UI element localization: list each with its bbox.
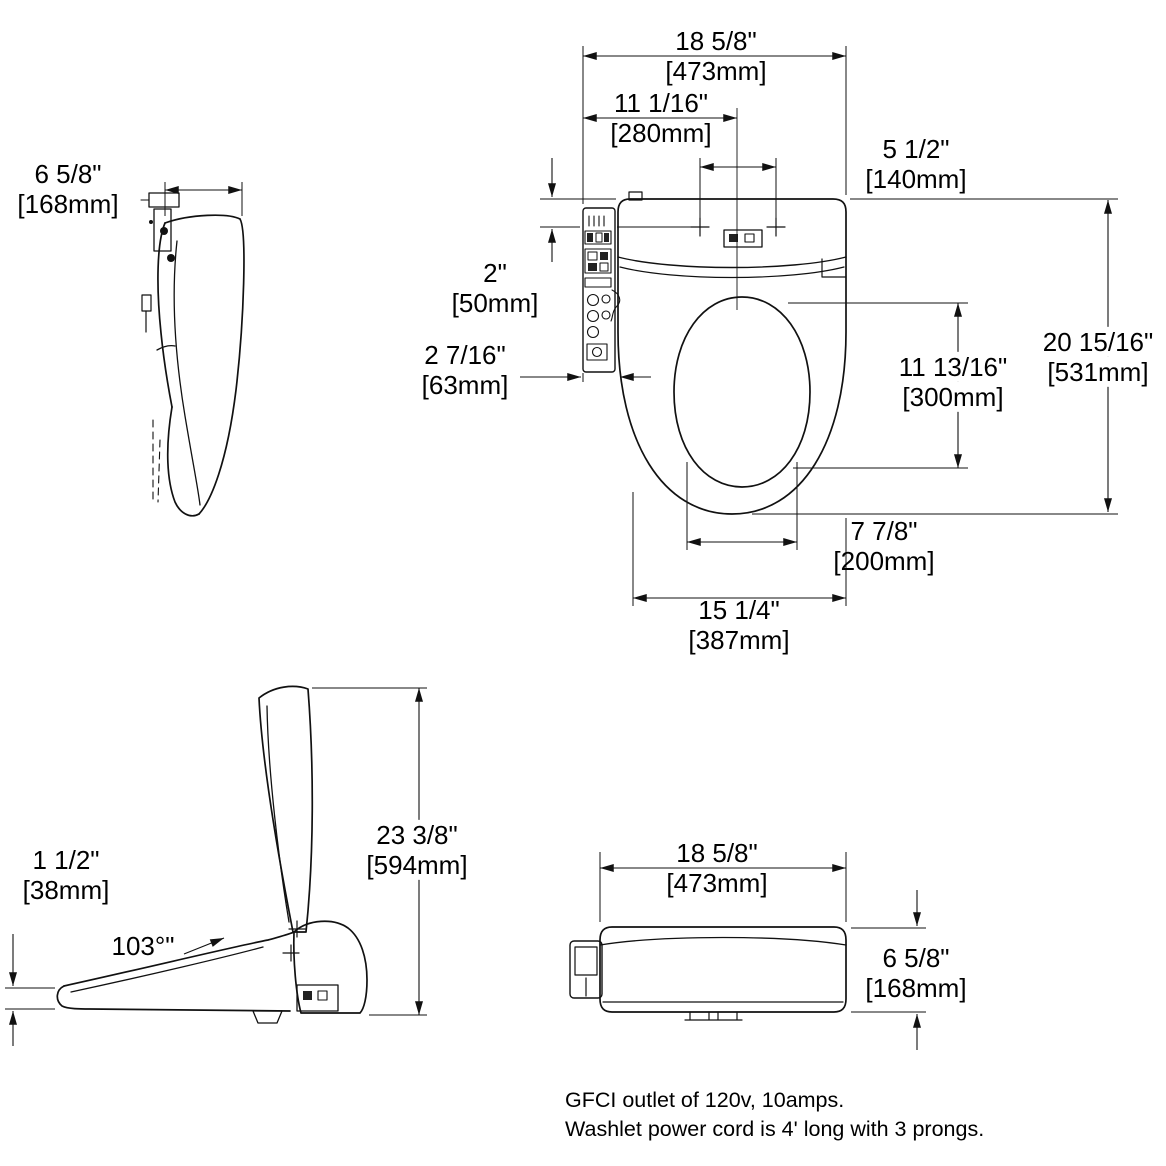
dim-side-open-base-height: 1 1/2" [38mm] <box>22 844 110 905</box>
top-view-drawing <box>582 191 847 515</box>
dim-lid-angle: 103°" <box>111 930 175 961</box>
dim-top-overall-width: 18 5/8" [473mm] <box>665 25 767 86</box>
dim-top-bolt-offset: 11 1/16" [280mm] <box>610 87 712 148</box>
dim-rear-width: 18 5/8" [473mm] <box>666 837 768 898</box>
note-power-cord: Washlet power cord is 4' long with 3 pro… <box>565 1116 985 1141</box>
rear-view-drawing <box>569 926 847 1021</box>
dim-top-panel-offset: 2 7/16" [63mm] <box>421 339 509 400</box>
dim-top-opening-width: 7 7/8" [200mm] <box>833 515 935 576</box>
dim-side-closed-width: 6 5/8" [168mm] <box>17 158 119 219</box>
dim-rear-height: 6 5/8" [168mm] <box>861 942 971 1004</box>
dim-top-edge-to-bolts: 2" [50mm] <box>451 257 539 318</box>
side-view-open-drawing <box>56 685 368 1024</box>
drawing-notes: GFCI outlet of 120v, 10amps. Washlet pow… <box>565 1086 984 1144</box>
dim-top-seat-width: 15 1/4" [387mm] <box>688 594 790 655</box>
dimension-lines <box>9 52 1112 1050</box>
dim-side-open-height: 23 3/8" [594mm] <box>362 819 472 881</box>
dim-top-bolt-spacing: 5 1/2" [140mm] <box>865 133 967 194</box>
dim-top-overall-length: 20 15/16" [531mm] <box>1038 326 1158 388</box>
side-view-closed-drawing <box>140 192 245 517</box>
dim-top-opening-length: 11 13/16" [300mm] <box>894 351 1012 413</box>
note-gfci: GFCI outlet of 120v, 10amps. <box>565 1088 845 1112</box>
